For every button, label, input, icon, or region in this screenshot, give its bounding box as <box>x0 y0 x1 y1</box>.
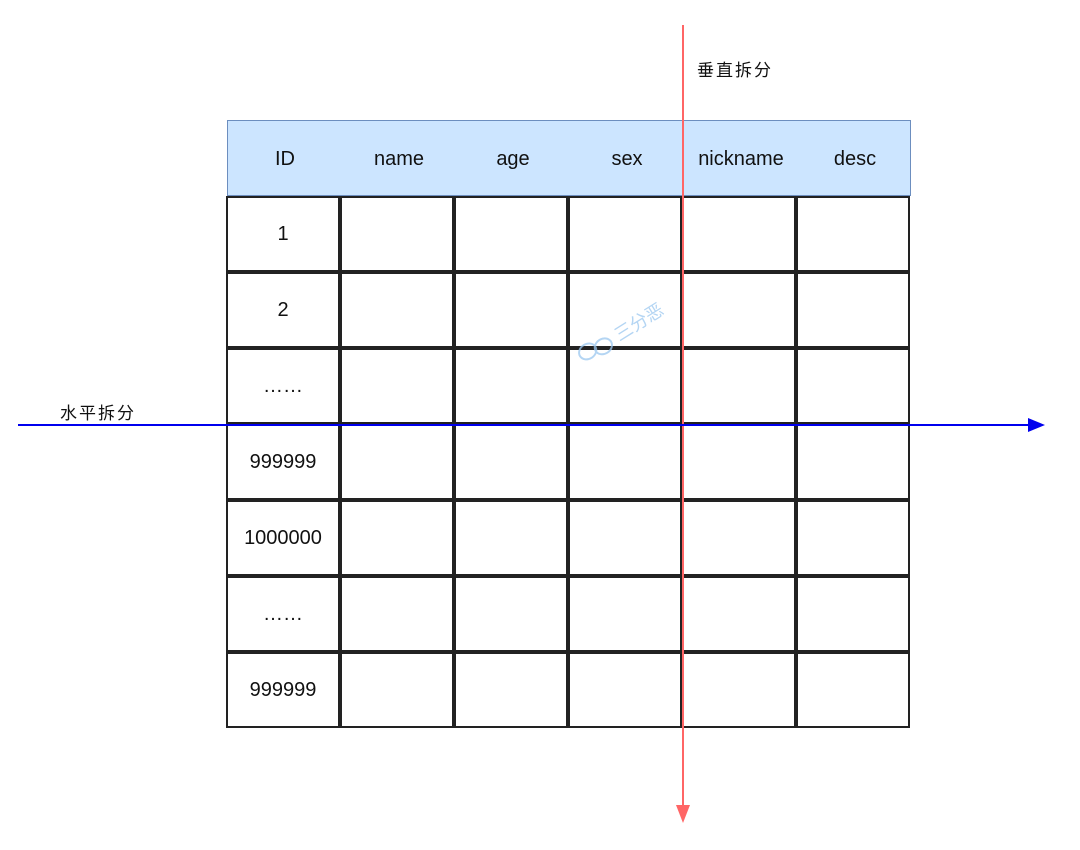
table-cell <box>568 272 682 348</box>
horizontal-split-label: 水平拆分 <box>60 404 136 424</box>
table-cell <box>340 576 454 652</box>
table-row: 1 <box>226 196 912 273</box>
arrow-down-icon <box>676 805 690 823</box>
table-row: …… <box>226 348 912 425</box>
vertical-split-label: 垂直拆分 <box>697 61 773 81</box>
table-cell <box>340 196 454 272</box>
vertical-split-line <box>682 25 684 805</box>
table-cell <box>682 348 796 424</box>
column-header-id: ID <box>275 147 295 170</box>
table-cell <box>454 424 568 500</box>
table-row: 999999 <box>226 424 912 501</box>
table-cell <box>454 272 568 348</box>
table-cell <box>340 272 454 348</box>
table-cell <box>454 576 568 652</box>
table-cell <box>568 500 682 576</box>
table-cell <box>454 348 568 424</box>
arrow-right-icon <box>1028 418 1045 432</box>
table-cell <box>682 424 796 500</box>
table-cell <box>682 272 796 348</box>
table-cell-id: 999999 <box>226 652 340 728</box>
horizontal-split-line <box>18 424 1030 426</box>
table-cell <box>340 500 454 576</box>
table-cell-id: 1 <box>226 196 340 272</box>
table-cell <box>340 348 454 424</box>
column-header-name: name <box>373 147 425 170</box>
column-header-sex: sex <box>611 147 643 170</box>
table-cell <box>568 424 682 500</box>
table-cell-id: 999999 <box>226 424 340 500</box>
table-cell <box>454 500 568 576</box>
table-cell-id: 2 <box>226 272 340 348</box>
table-cell <box>682 500 796 576</box>
table-cell <box>568 576 682 652</box>
table-cell <box>682 576 796 652</box>
table-cell-id: …… <box>226 348 340 424</box>
table-cell <box>796 272 910 348</box>
column-header-desc: desc <box>833 147 877 170</box>
table-row: 1000000 <box>226 500 912 577</box>
table-row: 2 <box>226 272 912 349</box>
table-cell-id: 1000000 <box>226 500 340 576</box>
table-cell <box>568 652 682 728</box>
column-header-age: age <box>496 147 530 170</box>
table-cell <box>454 196 568 272</box>
table-cell <box>796 576 910 652</box>
table-header: ID name age sex nickname desc <box>227 120 911 196</box>
table-row: 999999 <box>226 652 912 729</box>
table-cell <box>682 196 796 272</box>
table-cell <box>682 652 796 728</box>
table-cell <box>796 652 910 728</box>
column-header-nickname: nickname <box>698 147 784 170</box>
table-cell <box>568 348 682 424</box>
table-cell <box>568 196 682 272</box>
table-cell <box>454 652 568 728</box>
table-cell <box>796 196 910 272</box>
table-cell <box>796 424 910 500</box>
table-cell-id: …… <box>226 576 340 652</box>
table-row: …… <box>226 576 912 653</box>
table-cell <box>340 652 454 728</box>
table-cell <box>796 348 910 424</box>
table-cell <box>796 500 910 576</box>
table-cell <box>340 424 454 500</box>
